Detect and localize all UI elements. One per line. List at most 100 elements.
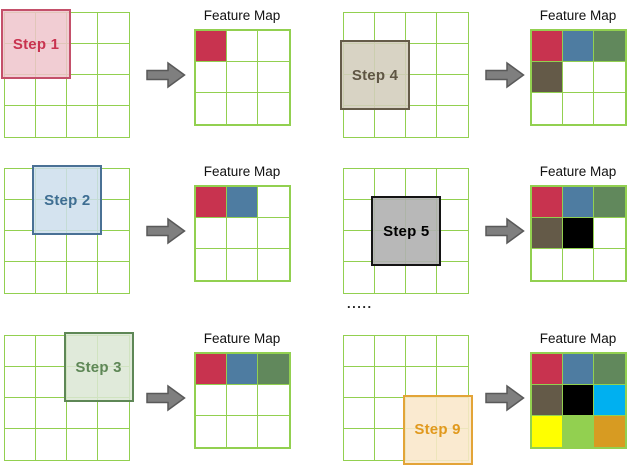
input-cell [67,75,98,106]
feature-map-title-step-9: Feature Map [539,331,617,346]
feature-map-cell [563,385,594,416]
feature-map-cell [227,354,258,385]
kernel-label: Step 5 [383,222,430,240]
feature-map-cell [563,187,594,218]
input-cell [36,106,67,137]
input-cell [437,106,468,137]
input-cell [406,106,437,137]
input-cell [437,367,468,398]
feature-map-cell [594,385,625,416]
feature-map-cell [196,187,227,218]
kernel-step-3: Step 3 [63,332,134,402]
feature-map-title-step-2: Feature Map [203,164,281,179]
input-cell [36,336,67,367]
input-cell [5,75,36,106]
input-cell [67,398,98,429]
feature-map-cell [563,354,594,385]
feature-map-grid-step-4 [530,29,627,126]
arrow-icon-step-5 [485,216,525,251]
feature-map-cell [563,62,594,93]
input-cell [344,429,375,460]
feature-map-cell [196,354,227,385]
input-cell [437,75,468,106]
input-cell [98,75,129,106]
input-cell [375,262,406,293]
input-cell [344,336,375,367]
input-cell [375,429,406,460]
feature-map-cell [227,218,258,249]
input-cell [98,398,129,429]
feature-map-cell [532,187,563,218]
input-cell [98,169,129,200]
input-cell [98,106,129,137]
input-cell [36,262,67,293]
input-cell [344,169,375,200]
arrow-icon-step-4 [485,60,525,95]
input-cell [406,44,437,75]
input-cell [36,367,67,398]
input-cell [98,200,129,231]
input-cell [5,262,36,293]
input-cell [36,231,67,262]
feature-map-cell [532,385,563,416]
feature-map-grid-step-3 [194,352,291,449]
ellipsis-label: ..... [347,296,373,311]
input-cell [98,44,129,75]
input-cell [5,398,36,429]
input-cell [67,429,98,460]
input-cell [98,231,129,262]
feature-map-cell [594,416,625,447]
input-cell [67,106,98,137]
feature-map-cell [196,218,227,249]
feature-map-cell [532,62,563,93]
kernel-label: Step 2 [44,191,91,209]
input-cell [437,169,468,200]
feature-map-cell [258,416,289,447]
input-cell [406,367,437,398]
feature-map-cell [594,187,625,218]
input-cell [406,336,437,367]
input-cell [5,336,36,367]
input-cell [406,75,437,106]
arrow-icon-step-3 [146,383,186,418]
feature-map-cell [563,93,594,124]
feature-map-grid-step-5 [530,185,627,282]
input-cell [437,200,468,231]
input-cell [406,262,437,293]
input-cell [67,13,98,44]
input-cell [98,262,129,293]
input-cell [67,44,98,75]
feature-map-cell [594,62,625,93]
feature-map-title-step-1: Feature Map [203,8,281,23]
input-cell [36,429,67,460]
input-cell [375,106,406,137]
input-cell [344,262,375,293]
feature-map-cell [258,385,289,416]
input-cell [375,336,406,367]
feature-map-cell [227,385,258,416]
feature-map-grid-step-9 [530,352,627,449]
feature-map-cell [258,31,289,62]
kernel-step-4: Step 4 [340,40,410,111]
input-cell [437,231,468,262]
input-cell [375,398,406,429]
feature-map-cell [563,416,594,447]
feature-map-cell [227,62,258,93]
input-cell [5,231,36,262]
kernel-label: Step 9 [414,421,461,438]
feature-map-cell [258,62,289,93]
feature-map-cell [196,62,227,93]
feature-map-cell [196,385,227,416]
feature-map-cell [532,354,563,385]
feature-map-cell [227,249,258,280]
feature-map-cell [594,218,625,249]
kernel-label: Step 1 [12,35,60,53]
input-cell [344,367,375,398]
feature-map-cell [258,218,289,249]
input-cell [437,336,468,367]
arrow-icon-step-1 [146,60,186,95]
feature-map-cell [594,93,625,124]
input-cell [437,262,468,293]
kernel-step-9: Step 9 [402,394,473,465]
